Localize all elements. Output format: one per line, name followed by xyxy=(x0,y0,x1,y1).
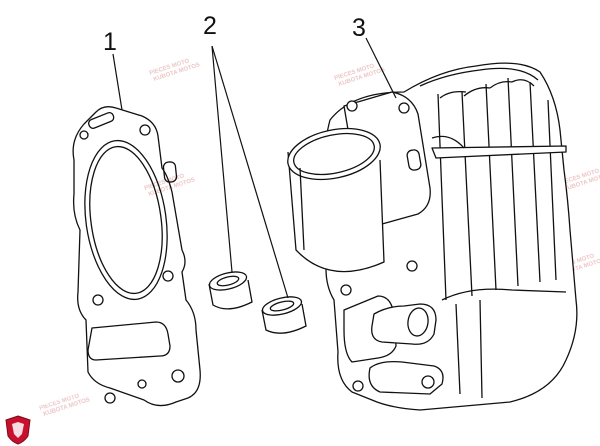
brand-logo xyxy=(5,415,31,445)
callout-3: 3 xyxy=(352,14,366,42)
leader-lines xyxy=(112,37,397,299)
leader-line-2b xyxy=(211,45,289,299)
dowel-pins xyxy=(208,271,307,334)
dowel-pin xyxy=(261,296,307,334)
logo-mark-icon xyxy=(12,422,24,438)
watermark: PIECES MOTO KUBOTA MOTOS xyxy=(149,58,201,83)
leader-line-3 xyxy=(365,37,397,99)
callout-1: 1 xyxy=(103,28,117,56)
watermark: PIECES MOTO KUBOTA MOTOS xyxy=(39,393,91,418)
leader-line-2a xyxy=(211,45,233,273)
head-gasket xyxy=(72,106,201,407)
callout-labels: 1 2 3 xyxy=(103,12,366,56)
leader-line-1 xyxy=(112,53,123,111)
cylinder-block xyxy=(287,62,578,411)
callout-2: 2 xyxy=(203,12,217,40)
watermark: PIECES MOTO KUBOTA MOTOS xyxy=(334,63,386,88)
dowel-pin xyxy=(208,271,253,310)
